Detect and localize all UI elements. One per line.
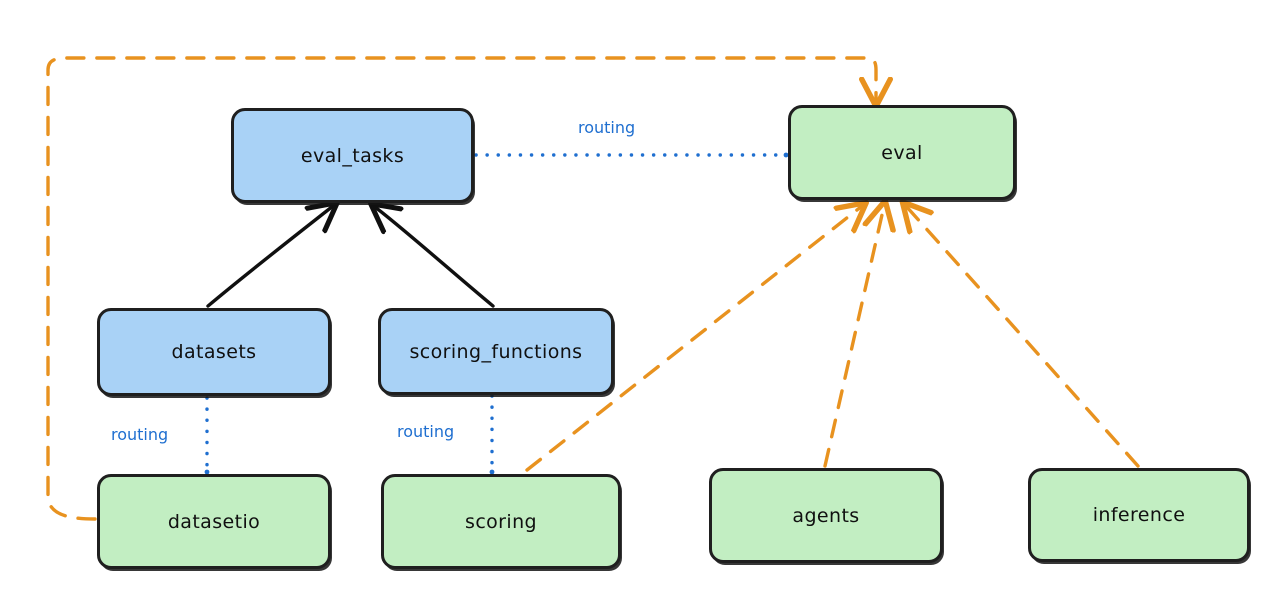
node-label: datasetio <box>167 510 261 533</box>
edge-scoring-functions-to-scoring-routing <box>489 394 495 475</box>
node-agents[interactable]: agents <box>709 468 943 563</box>
edge-eval-tasks-to-eval-routing <box>474 152 789 158</box>
edge-label-routing-left: routing <box>111 425 169 444</box>
edge-scoring-to-eval <box>525 206 862 472</box>
node-label: eval <box>881 141 923 164</box>
edge-agents-to-eval <box>823 206 884 468</box>
node-inference[interactable]: inference <box>1028 468 1250 562</box>
node-label: agents <box>792 504 860 527</box>
edge-label-routing-top: routing <box>578 118 636 137</box>
node-label: inference <box>1092 504 1186 526</box>
node-label: scoring <box>465 510 537 533</box>
node-eval-tasks[interactable]: eval_tasks <box>231 108 474 203</box>
edge-label-routing-middle: routing <box>397 422 455 441</box>
edge-inference-to-eval <box>906 206 1140 468</box>
edge-datasets-to-eval-tasks <box>206 206 333 308</box>
edge-scoring-functions-to-eval-tasks <box>375 207 495 308</box>
edge-datasetio-to-eval <box>46 56 876 521</box>
node-label: eval_tasks <box>300 144 405 167</box>
node-datasetio[interactable]: datasetio <box>97 474 331 569</box>
node-label: datasets <box>171 341 257 363</box>
node-datasets[interactable]: datasets <box>97 308 331 396</box>
node-scoring-functions[interactable]: scoring_functions <box>378 308 614 395</box>
edge-datasets-to-datasetio-routing <box>204 396 210 475</box>
node-eval[interactable]: eval <box>788 105 1016 200</box>
node-scoring[interactable]: scoring <box>381 474 621 569</box>
node-label: scoring_functions <box>409 340 583 363</box>
